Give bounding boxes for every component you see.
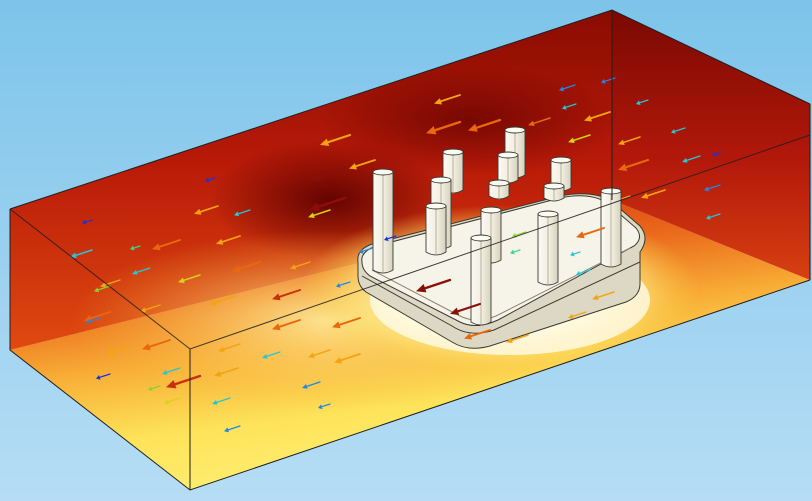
velocity-arrow xyxy=(468,118,502,132)
velocity-arrow xyxy=(216,235,241,245)
fin xyxy=(372,168,394,274)
velocity-arrow xyxy=(592,291,615,301)
velocity-arrow xyxy=(212,397,231,405)
velocity-arrow xyxy=(618,136,641,146)
velocity-arrow xyxy=(100,279,121,288)
velocity-arrow xyxy=(224,425,241,433)
velocity-arrow xyxy=(308,349,331,359)
velocity-arrow xyxy=(320,133,352,146)
velocity-arrow xyxy=(232,261,261,273)
right-wall-slice xyxy=(612,10,810,280)
velocity-arrow xyxy=(132,267,151,275)
velocity-arrow xyxy=(130,245,141,251)
velocity-arrow xyxy=(706,213,721,220)
velocity-arrow xyxy=(568,311,587,319)
velocity-arrow xyxy=(234,209,251,217)
velocity-arrow xyxy=(162,367,181,375)
velocity-arrow xyxy=(106,345,131,355)
velocity-arrow xyxy=(618,158,650,171)
fin xyxy=(488,179,510,200)
velocity-arrow xyxy=(318,403,331,410)
velocity-arrow xyxy=(84,311,111,322)
velocity-arrow xyxy=(349,159,376,170)
velocity-arrows-front xyxy=(70,227,615,433)
velocity-arrow xyxy=(309,196,347,212)
velocity-arrow xyxy=(82,219,93,225)
velocity-arrow xyxy=(164,397,181,405)
velocity-arrow xyxy=(570,251,581,257)
velocity-arrow xyxy=(205,177,216,183)
fin xyxy=(543,182,565,202)
velocity-arrow xyxy=(576,269,591,276)
hot-wake-region-2 xyxy=(320,65,620,175)
fin xyxy=(600,187,622,268)
velocity-arrow xyxy=(450,302,482,315)
velocity-arrow xyxy=(209,295,236,306)
velocity-arrow xyxy=(562,103,577,110)
velocity-arrow xyxy=(214,367,239,377)
velocity-arrow xyxy=(336,281,351,288)
velocity-arrow xyxy=(636,99,649,106)
velocity-arrow xyxy=(576,227,605,239)
velocity-arrow xyxy=(142,339,171,351)
fin xyxy=(537,210,559,286)
velocity-arrow xyxy=(601,77,616,84)
fin xyxy=(497,151,519,184)
velocity-arrow xyxy=(506,334,529,344)
velocity-arrow xyxy=(671,127,686,134)
velocity-arrow xyxy=(94,285,111,293)
velocity-arrow xyxy=(272,289,301,301)
velocity-arrow xyxy=(584,111,611,122)
velocity-arrow xyxy=(559,84,576,92)
velocity-arrow xyxy=(682,155,701,163)
velocity-arrow xyxy=(704,184,721,192)
velocity-arrow xyxy=(568,134,591,144)
fin xyxy=(425,202,447,256)
velocity-arrow xyxy=(528,117,551,127)
velocity-arrow xyxy=(712,152,721,157)
velocity-arrow xyxy=(194,205,219,215)
velocity-arrow xyxy=(384,235,397,242)
velocity-arrow xyxy=(290,261,311,270)
velocity-arrow xyxy=(152,239,181,251)
velocity-arrow xyxy=(96,373,111,380)
velocity-arrow xyxy=(416,278,452,293)
velocity-arrow xyxy=(426,120,462,135)
velocity-arrow xyxy=(302,381,321,389)
velocity-arrow xyxy=(332,317,361,329)
velocity-arrow xyxy=(178,274,201,284)
velocity-arrow xyxy=(510,249,521,255)
velocity-arrow xyxy=(464,329,491,340)
velocity-arrow xyxy=(359,247,374,254)
heat-sink-fins xyxy=(372,126,622,326)
velocity-arrow xyxy=(641,189,666,199)
velocity-arrow xyxy=(272,319,301,331)
velocity-arrow xyxy=(334,353,361,364)
velocity-arrow xyxy=(262,351,281,359)
velocity-arrow xyxy=(148,385,161,392)
heat-sink-base-bevel xyxy=(361,261,641,334)
velocity-arrow xyxy=(166,374,202,389)
velocity-arrow xyxy=(308,209,331,219)
domain-box-edges xyxy=(9,9,811,491)
velocity-arrow xyxy=(309,166,347,182)
velocity-arrow xyxy=(86,317,101,324)
velocity-arrow xyxy=(218,343,241,353)
velocity-arrow xyxy=(434,94,461,105)
fin xyxy=(470,234,492,326)
